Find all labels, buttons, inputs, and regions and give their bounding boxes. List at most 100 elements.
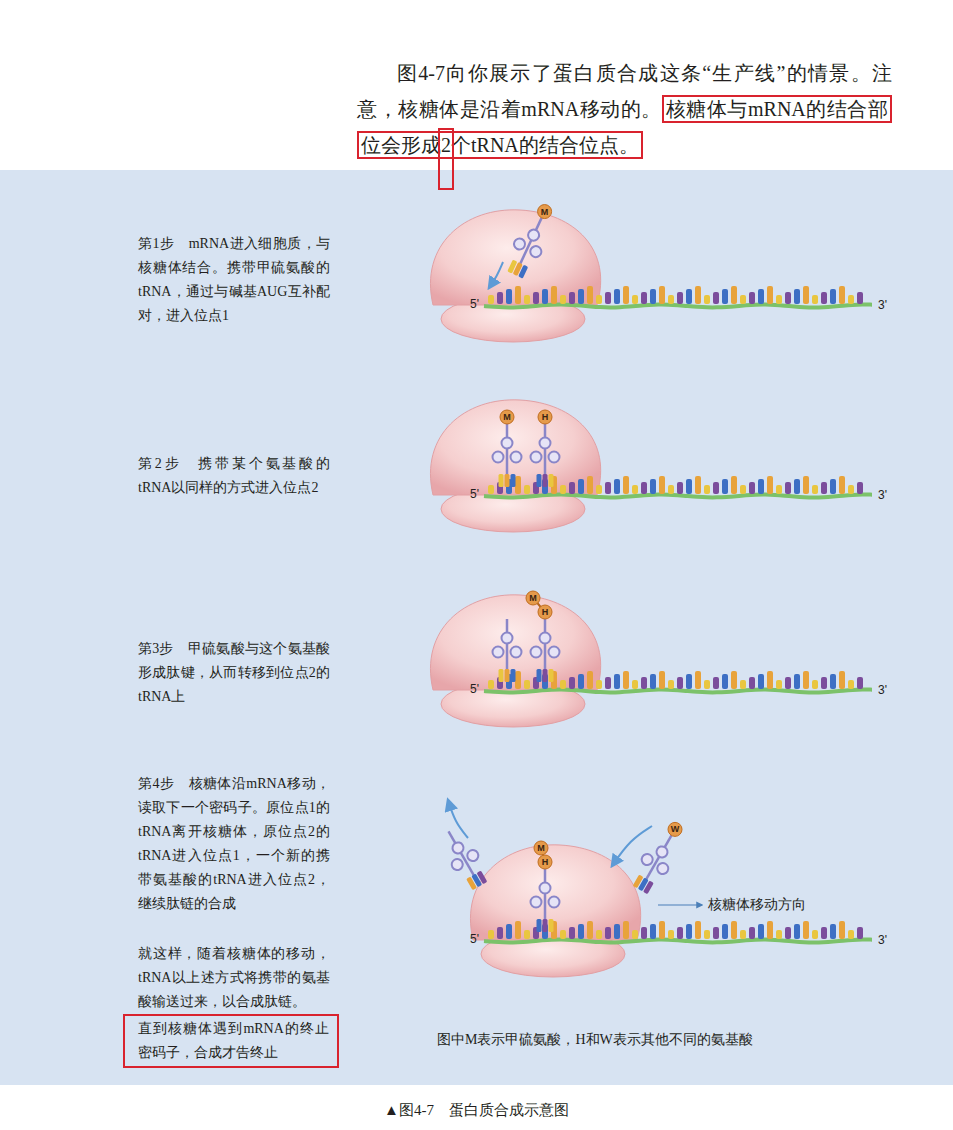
mrna-base	[596, 485, 602, 494]
anticodon-base	[543, 474, 548, 487]
mrna-base	[650, 674, 656, 689]
mrna-base	[767, 921, 773, 939]
mrna-base	[677, 927, 683, 939]
digit-highlight	[438, 128, 454, 190]
trna-loop	[549, 897, 560, 908]
anticodon-base	[518, 265, 528, 279]
mrna-base	[650, 479, 656, 494]
mrna-base	[497, 292, 503, 304]
mrna-base	[830, 289, 836, 304]
trna-loop	[655, 861, 670, 876]
anticodon-base	[505, 474, 510, 487]
mrna-base	[704, 295, 710, 304]
mrna-strand	[484, 940, 872, 943]
mrna-base	[623, 921, 629, 939]
illustration-group	[430, 205, 872, 977]
mrna-base	[839, 921, 845, 939]
mrna-base	[641, 927, 647, 939]
trna-loop	[654, 844, 669, 859]
synthesis-panel	[430, 595, 872, 727]
mrna-base	[803, 286, 809, 304]
mrna-base	[830, 479, 836, 494]
mrna-base	[677, 292, 683, 304]
mrna-base	[533, 292, 539, 304]
anticodon-base	[543, 919, 548, 932]
trna-loop	[526, 228, 541, 243]
step-text: 就这样，随着核糖体的移动，tRNA以上述方式将携带的氨基酸输送过来，以合成肽链。	[138, 946, 330, 1009]
mrna-base	[830, 924, 836, 939]
mrna-base	[794, 479, 800, 494]
movement-arrow	[489, 262, 503, 288]
anticodon-base	[511, 669, 516, 682]
mrna-base	[578, 289, 584, 304]
trna-symbol	[627, 828, 684, 897]
amino-acid	[538, 605, 552, 619]
mrna-base	[704, 930, 710, 939]
mrna-base	[605, 292, 611, 304]
mrna-base	[659, 671, 665, 689]
mrna-base	[749, 292, 755, 304]
trna-loop	[511, 647, 522, 658]
mrna-base	[686, 924, 692, 939]
amino-acid	[538, 855, 552, 869]
mrna-base	[731, 286, 737, 304]
mrna-base	[749, 677, 755, 689]
mrna-base	[668, 680, 674, 689]
ribosome-large-subunit	[430, 595, 600, 690]
mrna-base	[812, 930, 818, 939]
mrna-base	[731, 921, 737, 939]
mrna-base	[785, 482, 791, 494]
mrna-strand	[484, 690, 872, 693]
mrna-base	[731, 671, 737, 689]
mrna-base	[713, 292, 719, 304]
mrna-base	[578, 924, 584, 939]
mrna-base	[848, 295, 854, 304]
mrna-base	[839, 671, 845, 689]
anticodon-base	[511, 474, 516, 487]
mrna-base	[821, 927, 827, 939]
step-text: 第3步 甲硫氨酸与这个氨基酸形成肽键，从而转移到位点2的tRNA上	[138, 637, 330, 709]
step-text: 第1步 mRNA进入细胞质，与核糖体结合。携带甲硫氨酸的tRNA，通过与碱基AU…	[138, 232, 330, 328]
mrna-base	[812, 295, 818, 304]
mrna-base	[857, 677, 863, 689]
mrna-base	[542, 289, 548, 304]
mrna-base	[776, 485, 782, 494]
mrna-base	[614, 674, 620, 689]
anticodon-base	[537, 474, 542, 487]
trna-loop	[502, 633, 513, 644]
mrna-base	[857, 482, 863, 494]
mrna-base	[785, 927, 791, 939]
mrna-base	[632, 295, 638, 304]
anticodon-base	[643, 880, 654, 894]
mrna-base	[731, 476, 737, 494]
mrna-base	[641, 677, 647, 689]
mrna-base	[515, 671, 521, 689]
amino-acid-letter: W	[668, 822, 682, 836]
amino-acid-letter: M	[534, 841, 548, 855]
mrna-base	[695, 476, 701, 494]
trna-loop	[529, 244, 544, 259]
mrna-strand	[484, 305, 872, 308]
amino-acid-letter: H	[538, 855, 552, 869]
mrna-base	[560, 485, 566, 494]
trna-loop	[493, 452, 504, 463]
mrna-base	[587, 921, 593, 939]
mrna-base	[713, 482, 719, 494]
mrna-base	[641, 292, 647, 304]
mrna-base	[713, 927, 719, 939]
ribosome-large-subunit	[430, 400, 600, 495]
mrna-base	[722, 924, 728, 939]
trna-loop	[549, 647, 560, 658]
mrna-base	[695, 921, 701, 939]
mrna-base	[767, 476, 773, 494]
mrna-base	[767, 671, 773, 689]
movement-arrow	[448, 800, 468, 838]
mrna-base	[821, 482, 827, 494]
mrna-base	[785, 292, 791, 304]
mrna-base	[821, 292, 827, 304]
mrna-base	[605, 677, 611, 689]
strand-end-label: 5'	[470, 486, 486, 502]
mrna-base	[794, 924, 800, 939]
anticodon-base	[549, 474, 554, 487]
note-text: 核糖体移动方向	[708, 895, 838, 915]
